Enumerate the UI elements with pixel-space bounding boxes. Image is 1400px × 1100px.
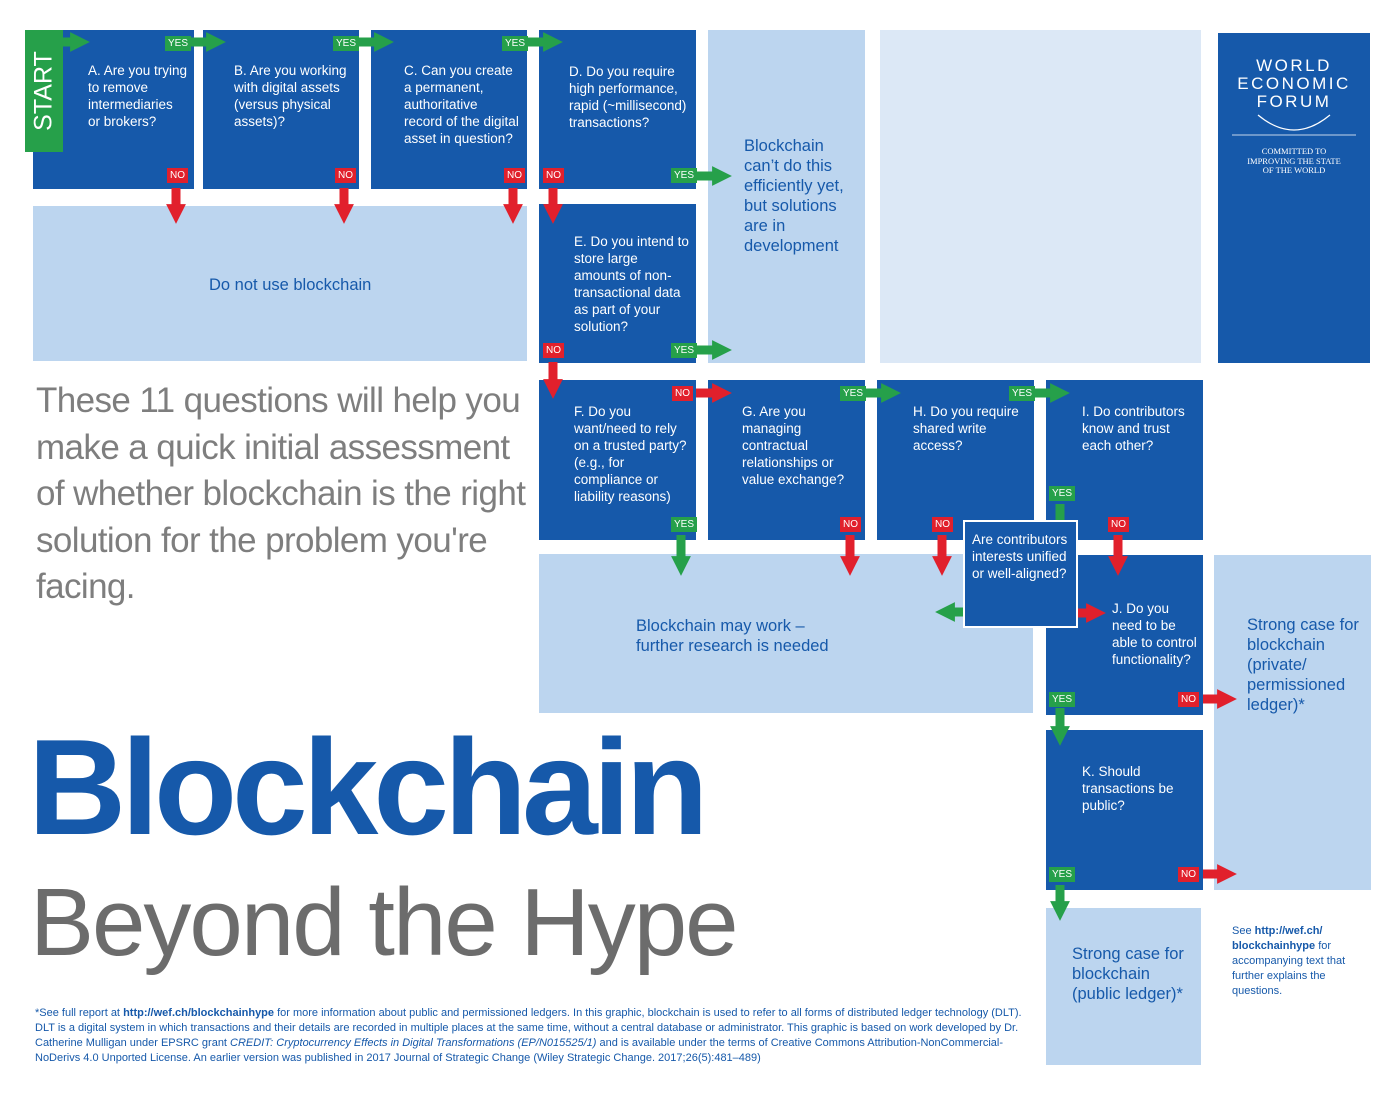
- label-a-yes: YES: [165, 36, 192, 51]
- outcome-public-text: Strong case for blockchain (public ledge…: [1072, 945, 1184, 1003]
- label-j-yes: YES: [1049, 692, 1076, 707]
- footnote: *See full report at http://wef.ch/blockc…: [35, 1007, 1022, 1064]
- label-k-yes: YES: [1049, 867, 1076, 882]
- outcome-private-box: Strong case for blockchain (private/ per…: [1214, 555, 1371, 890]
- question-e-box: E. Do you intend to store large amounts …: [539, 204, 696, 363]
- label-c-no: NO: [504, 168, 525, 183]
- question-j-text: J. Do you need to be able to control fun…: [1112, 601, 1197, 667]
- label-d-yes: YES: [671, 168, 698, 183]
- question-d-box: D. Do you require high performance, rapi…: [539, 30, 696, 189]
- page-title: Blockchain: [28, 711, 709, 863]
- wef-arc-icon: [1232, 114, 1356, 136]
- question-i-box: I. Do contributors know and trust each o…: [1046, 380, 1203, 540]
- start-label: START: [29, 51, 58, 131]
- label-i-yes: YES: [1049, 486, 1076, 501]
- start-tab: START: [25, 30, 63, 152]
- question-g-box: G. Are you managing contractual relation…: [708, 380, 865, 540]
- wef-logo-panel: WORLD ECONOMIC FORUM COMMITTED TO IMPROV…: [1218, 33, 1370, 363]
- question-d-text: D. Do you require high performance, rapi…: [569, 64, 687, 130]
- question-c-text: C. Can you create a permanent, authorita…: [404, 63, 519, 146]
- question-e-text: E. Do you intend to store large amounts …: [574, 234, 689, 334]
- label-h-no: NO: [932, 517, 953, 532]
- question-h-box: H. Do you require shared write access?: [877, 380, 1034, 540]
- see-link[interactable]: http://wef.ch/ blockchainhype: [1232, 925, 1323, 952]
- question-k-box: K. Should transactions be public?: [1046, 730, 1203, 890]
- label-e-no: NO: [543, 343, 564, 358]
- question-f-box: F. Do you want/need to rely on a trusted…: [539, 380, 696, 540]
- decorative-panel: [880, 30, 1201, 363]
- outcome-do-not-use-text: Do not use blockchain: [209, 276, 372, 294]
- label-b-yes: YES: [333, 36, 360, 51]
- label-d-no: NO: [543, 168, 564, 183]
- question-g-text: G. Are you managing contractual relation…: [742, 404, 845, 487]
- wef-logo: WORLD ECONOMIC FORUM: [1237, 56, 1351, 111]
- outcome-may-work-box: Blockchain may work – further research i…: [539, 554, 1033, 713]
- label-e-yes: YES: [671, 343, 698, 358]
- label-j-no: NO: [1178, 692, 1199, 707]
- credit-text: CREDIT: Cryptocurrency Effects in Digita…: [230, 1037, 597, 1049]
- outcome-do-not-use-box: Do not use blockchain: [33, 206, 527, 361]
- report-link[interactable]: http://wef.ch/blockchainhype: [123, 1007, 275, 1019]
- outcome-private-text: Strong case for blockchain (private/ per…: [1247, 616, 1359, 714]
- label-h-yes: YES: [1009, 386, 1036, 401]
- outcome-cant-do-text: Blockchain can’t do this efficiently yet…: [744, 137, 844, 255]
- question-aligned-box: Are contributors interests unified or we…: [963, 520, 1078, 628]
- outcome-cant-do-box: Blockchain can’t do this efficiently yet…: [708, 30, 865, 363]
- question-b-box: B. Are you working with digital assets (…: [203, 30, 359, 189]
- question-a-text: A. Are you trying to remove intermediari…: [88, 63, 188, 129]
- label-a-no: NO: [167, 168, 188, 183]
- question-k-text: K. Should transactions be public?: [1082, 764, 1174, 813]
- question-c-box: C. Can you create a permanent, authorita…: [371, 30, 527, 189]
- wef-tagline: COMMITTED TO IMPROVING THE STATE OF THE …: [1247, 146, 1341, 175]
- question-i-text: I. Do contributors know and trust each o…: [1082, 404, 1185, 453]
- label-g-yes: YES: [840, 386, 867, 401]
- question-aligned-text: Are contributors interests unified or we…: [972, 532, 1068, 581]
- intro-text: These 11 questions will help you make a …: [36, 381, 526, 606]
- label-b-no: NO: [335, 168, 356, 183]
- label-c-yes: YES: [502, 36, 529, 51]
- outcome-public-box: Strong case for blockchain (public ledge…: [1046, 908, 1201, 1065]
- label-f-no: NO: [672, 386, 693, 401]
- question-b-text: B. Are you working with digital assets (…: [234, 63, 347, 129]
- see-note: See http://wef.ch/ blockchainhype for ac…: [1232, 925, 1346, 997]
- question-f-text: F. Do you want/need to rely on a trusted…: [574, 404, 687, 504]
- label-i-no: NO: [1108, 517, 1129, 532]
- label-k-no: NO: [1178, 867, 1199, 882]
- outcome-may-work-text: Blockchain may work – further research i…: [636, 617, 829, 655]
- label-f-yes: YES: [671, 517, 698, 532]
- label-g-no: NO: [840, 517, 861, 532]
- page-subtitle: Beyond the Hype: [30, 869, 738, 976]
- question-h-text: H. Do you require shared write access?: [913, 404, 1019, 453]
